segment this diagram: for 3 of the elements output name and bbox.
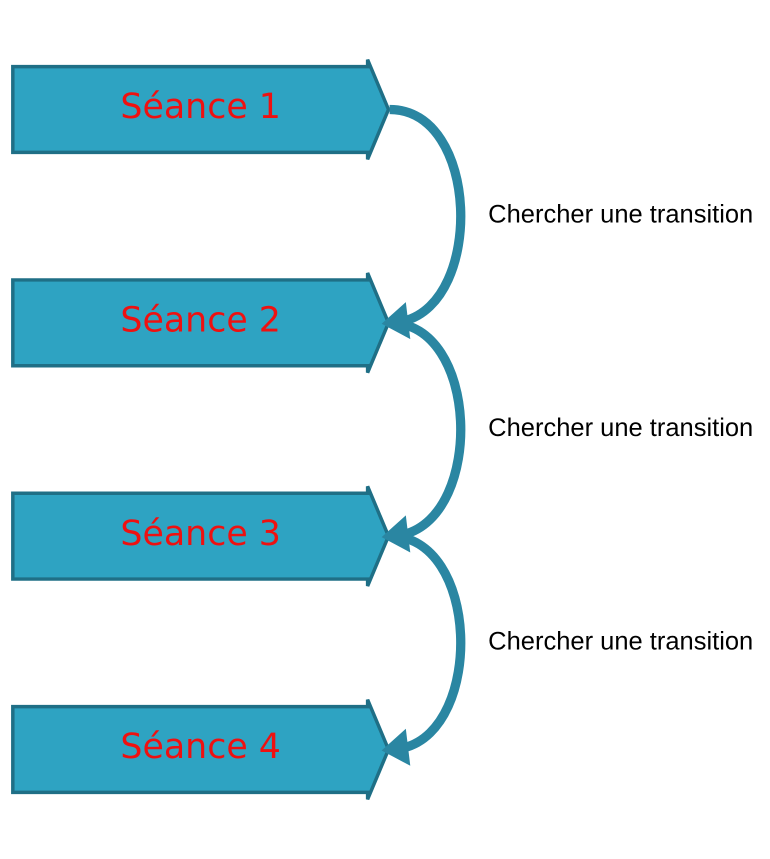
edge-label: Chercher une transition xyxy=(488,414,754,442)
edge-label: Chercher une transition xyxy=(488,627,754,656)
edge-label: Chercher une transition xyxy=(488,200,754,229)
